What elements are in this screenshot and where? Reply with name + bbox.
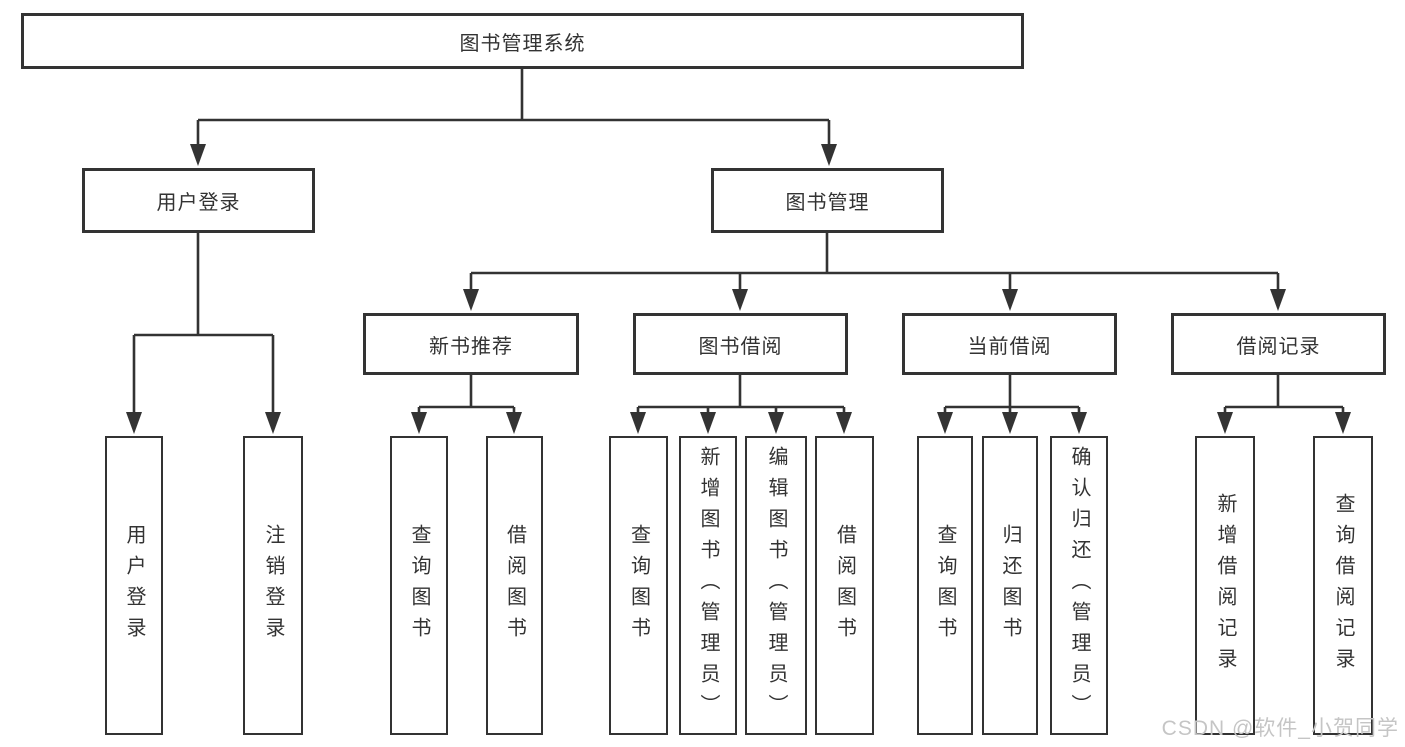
node-user-login-label: 用户登录 — [156, 192, 241, 214]
leaf-borrow-books-recommend-label: 借阅图书 — [503, 523, 526, 648]
leaf-borrow-books-borrow-label: 借阅图书 — [833, 523, 856, 648]
node-book-borrow-label: 图书借阅 — [698, 335, 783, 358]
leaf-borrow-books-recommend: 借阅图书 — [486, 436, 543, 735]
leaf-borrow-books-borrow: 借阅图书 — [815, 436, 874, 735]
leaf-query-borrow-record: 查询借阅记录 — [1313, 436, 1373, 735]
node-new-book-recommend-label: 新书推荐 — [429, 335, 513, 358]
leaf-edit-book-admin: 编辑图书（管理员） — [745, 436, 807, 735]
node-borrow-records: 借阅记录 — [1171, 313, 1386, 375]
node-borrow-records-label: 借阅记录 — [1236, 335, 1321, 358]
node-current-borrow: 当前借阅 — [902, 313, 1117, 375]
leaf-confirm-return-admin-label: 确认归还（管理员） — [1068, 446, 1090, 725]
leaf-return-book-label: 归还图书 — [999, 523, 1021, 648]
leaf-logout: 注销登录 — [243, 436, 303, 735]
leaf-query-books-current-label: 查询图书 — [934, 523, 956, 648]
leaf-add-book-admin-label: 新增图书（管理员） — [697, 446, 719, 725]
node-book-borrow: 图书借阅 — [633, 313, 848, 375]
leaf-user-login-label: 用户登录 — [123, 523, 145, 648]
leaf-query-books-borrow-label: 查询图书 — [627, 523, 650, 648]
leaf-add-borrow-record: 新增借阅记录 — [1195, 436, 1255, 735]
leaf-add-borrow-record-label: 新增借阅记录 — [1214, 492, 1236, 679]
leaf-confirm-return-admin: 确认归还（管理员） — [1050, 436, 1108, 735]
leaf-query-borrow-record-label: 查询借阅记录 — [1332, 492, 1354, 679]
node-current-borrow-label: 当前借阅 — [967, 335, 1052, 358]
leaf-query-books-current: 查询图书 — [917, 436, 973, 735]
leaf-user-login: 用户登录 — [105, 436, 163, 735]
node-root: 图书管理系统 — [21, 13, 1024, 69]
leaf-logout-label: 注销登录 — [262, 523, 284, 648]
node-book-management: 图书管理 — [711, 168, 944, 233]
node-new-book-recommend: 新书推荐 — [363, 313, 579, 375]
leaf-query-books-recommend: 查询图书 — [390, 436, 448, 735]
csdn-watermark: CSDN @软件_小贺同学 — [1161, 717, 1399, 740]
leaf-edit-book-admin-label: 编辑图书（管理员） — [765, 446, 787, 725]
node-book-management-label: 图书管理 — [785, 192, 870, 214]
node-root-label: 图书管理系统 — [459, 32, 586, 55]
leaf-query-books-borrow: 查询图书 — [609, 436, 668, 735]
leaf-query-books-recommend-label: 查询图书 — [408, 523, 430, 648]
leaf-return-book: 归还图书 — [982, 436, 1038, 735]
arrowhead-icons — [126, 144, 1351, 434]
leaf-add-book-admin: 新增图书（管理员） — [679, 436, 737, 735]
node-user-login: 用户登录 — [82, 168, 315, 233]
